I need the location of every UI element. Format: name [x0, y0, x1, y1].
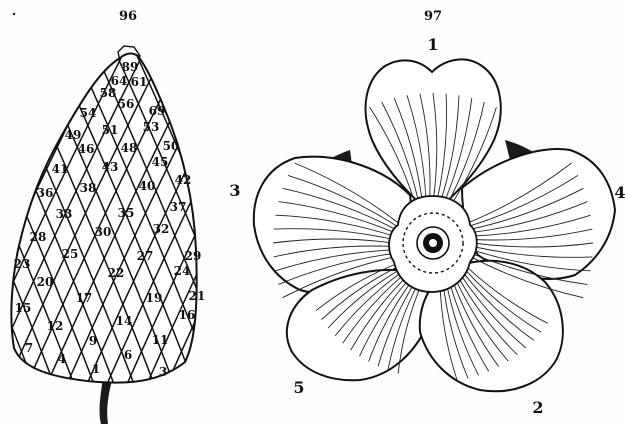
scale-number: 30	[95, 225, 112, 239]
cone-outline	[11, 54, 196, 383]
scale-number: 11	[152, 333, 169, 347]
scale-number: 21	[189, 289, 206, 303]
scale-number: 12	[47, 319, 64, 333]
scale-line	[0, 40, 10, 400]
scale-number: 15	[15, 301, 32, 315]
scale-number: 33	[56, 207, 73, 221]
scale-number: 22	[108, 266, 125, 280]
scale-number: 43	[102, 160, 119, 174]
petal-4	[462, 149, 615, 279]
scale-number: 20	[37, 275, 54, 289]
scale-number: 25	[62, 247, 79, 261]
scale-number: 29	[185, 249, 202, 263]
scale-number: 51	[102, 123, 119, 137]
petal-label-1: 1	[427, 35, 438, 54]
scale-number: 54	[80, 106, 97, 120]
scale-number: 32	[153, 222, 170, 236]
scale-number: 61	[131, 75, 148, 89]
scale-number: 45	[152, 155, 169, 169]
stigma-highlight	[429, 239, 437, 247]
figure-label-96: 96	[119, 9, 137, 24]
scale-number: 46	[78, 142, 95, 156]
scale-number: 27	[137, 249, 154, 263]
scale-number: 6	[124, 348, 132, 362]
scale-number: 89	[122, 60, 139, 74]
scale-number: 50	[163, 139, 180, 153]
petal-label-4: 4	[614, 183, 625, 202]
scale-number: 16	[179, 308, 196, 322]
petal-label-3: 3	[229, 181, 240, 200]
scale-number: 7	[25, 341, 33, 355]
scale-number: 49	[65, 128, 82, 142]
scale-number: 53	[143, 120, 160, 134]
scale-number: 56	[118, 97, 135, 111]
cone-stalk	[100, 378, 112, 424]
figure-label-97: 97	[424, 9, 442, 24]
speck	[13, 13, 15, 15]
scale-number: 58	[100, 86, 117, 100]
petal-label-2: 2	[532, 398, 543, 417]
scale-number: 23	[14, 257, 31, 271]
scale-number: 41	[52, 162, 69, 176]
scale-number: 69	[149, 104, 166, 118]
scale-number: 4	[58, 352, 66, 366]
scale-number: 19	[146, 291, 163, 305]
scale-number: 40	[139, 179, 156, 193]
scale-number: 17	[76, 291, 93, 305]
scale-number: 36	[37, 186, 54, 200]
scale-number: 42	[175, 173, 192, 187]
scale-number: 38	[80, 181, 97, 195]
scale-number: 35	[118, 206, 135, 220]
scale-number: 28	[30, 230, 47, 244]
scale-number: 48	[121, 141, 138, 155]
petal-label-5: 5	[293, 378, 304, 397]
flower-centre	[389, 196, 477, 292]
scale-number: 3	[159, 365, 167, 379]
flower: 1 2 3 4 5	[229, 35, 625, 417]
scale-number: 14	[116, 314, 133, 328]
scale-number: 24	[174, 264, 191, 278]
scale-number: 9	[89, 334, 97, 348]
scale-number: 37	[170, 200, 187, 214]
scale-number: 1	[92, 362, 100, 376]
